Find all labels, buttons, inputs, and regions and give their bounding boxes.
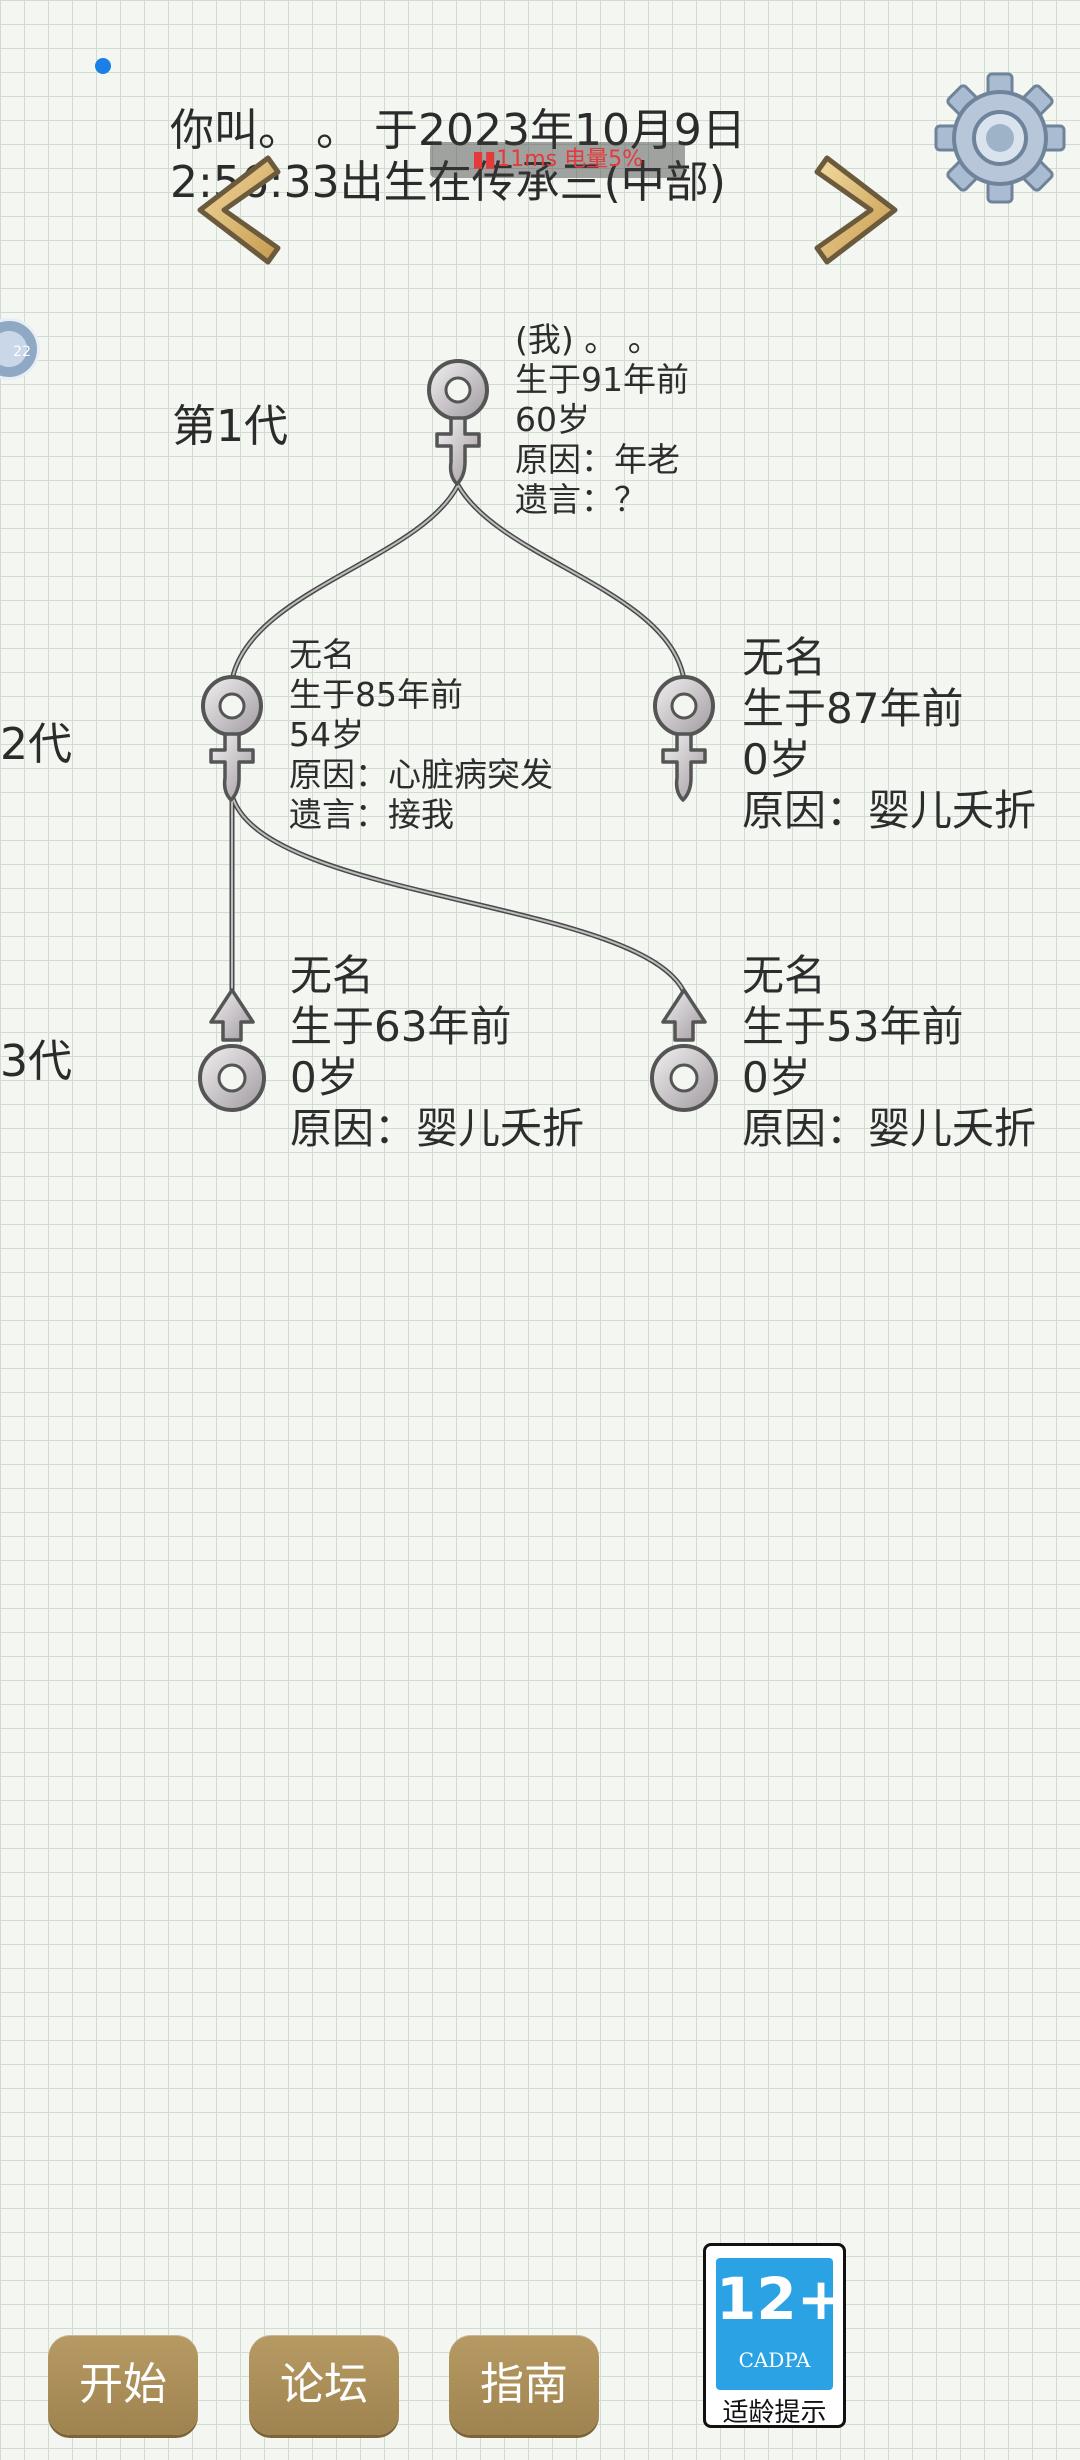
gen2-right-name: 无名 <box>742 633 827 682</box>
forum-button[interactable]: 论坛 <box>249 2335 399 2435</box>
gen3-right-name: 无名 <box>742 951 827 1000</box>
gear-icon[interactable] <box>930 68 1070 208</box>
chevron-left-icon[interactable] <box>180 150 285 270</box>
root-cause: 原因：年老 <box>515 440 680 479</box>
root-name: (我) 。 。 <box>515 320 661 359</box>
age-rating-panel: 12+ CADPA <box>716 2258 846 2390</box>
family-tree-lines <box>229 482 687 995</box>
gen3-right-age: 0岁 <box>742 1053 811 1102</box>
indicator-dot <box>95 58 111 74</box>
age-rating-badge: 12+ CADPA 适龄提示 <box>703 2243 846 2428</box>
female-symbol-icon[interactable] <box>643 668 725 808</box>
gen3-right-cause: 原因：婴儿夭折 <box>742 1104 1037 1153</box>
title-line-1: 你叫。 。 于2023年10月9日 <box>170 105 746 156</box>
female-symbol-icon[interactable] <box>417 352 499 492</box>
age-rating-value: 12+ <box>716 2265 846 2333</box>
gen3-right-info: 无名 生于53年前 0岁 原因：婴儿夭折 <box>742 950 1036 1154</box>
root-born: 生于91年前 <box>515 360 689 399</box>
gen2-left-cause: 原因：心脏病突发 <box>289 755 553 794</box>
gen3-left-age: 0岁 <box>290 1053 359 1102</box>
generation-label-3: 3代 <box>0 1036 72 1087</box>
generation-label-1: 第1代 <box>172 401 288 452</box>
gen2-right-born: 生于87年前 <box>742 684 964 733</box>
generation-label-2: 2代 <box>0 719 72 770</box>
gen2-left-name: 无名 <box>289 635 355 674</box>
root-age: 60岁 <box>515 400 590 439</box>
age-rating-org: CADPA <box>738 2348 811 2372</box>
gen2-right-age: 0岁 <box>742 735 811 784</box>
gen2-left-last-words: 遗言：接我 <box>289 795 454 834</box>
gen3-left-born: 生于63年前 <box>290 1002 512 1051</box>
status-overlay: ▮▮11ms 电量5% <box>430 142 685 178</box>
female-symbol-icon[interactable] <box>191 668 273 808</box>
gen3-left-cause: 原因：婴儿夭折 <box>290 1104 585 1153</box>
gen2-left-info: 无名 生于85年前 54岁 原因：心脏病突发 遗言：接我 <box>289 635 553 835</box>
chevron-right-icon[interactable] <box>810 150 915 270</box>
age-rating-hint: 适龄提示 <box>722 2398 827 2428</box>
start-button[interactable]: 开始 <box>48 2335 198 2435</box>
guide-button[interactable]: 指南 <box>449 2335 599 2435</box>
root-info: (我) 。 。 生于91年前 60岁 原因：年老 遗言：？ <box>515 320 689 520</box>
gen2-right-info: 无名 生于87年前 0岁 原因：婴儿夭折 <box>742 632 1036 836</box>
gen3-right-born: 生于53年前 <box>742 1002 964 1051</box>
male-symbol-icon[interactable] <box>643 982 725 1122</box>
gen2-left-age: 54岁 <box>289 715 364 754</box>
gen3-left-info: 无名 生于63年前 0岁 原因：婴儿夭折 <box>290 950 584 1154</box>
gen3-left-name: 无名 <box>290 951 375 1000</box>
gen2-right-cause: 原因：婴儿夭折 <box>742 786 1037 835</box>
root-last-words: 遗言：？ <box>515 480 647 519</box>
male-symbol-icon[interactable] <box>191 982 273 1122</box>
gen2-left-born: 生于85年前 <box>289 675 463 714</box>
